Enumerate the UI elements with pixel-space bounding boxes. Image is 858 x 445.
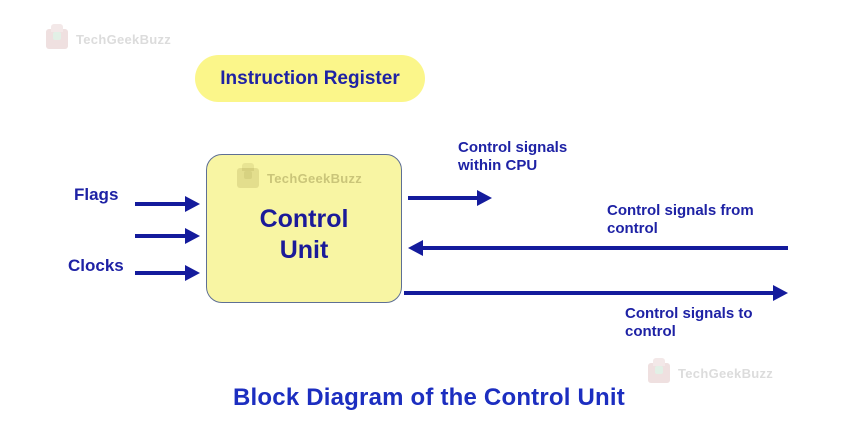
arrow-shaft [423, 246, 788, 250]
techgeekbuzz-logo-icon [237, 163, 259, 188]
within-cpu-label: Control signals within CPU [458, 139, 568, 174]
to-control-arrow [404, 285, 788, 301]
watermark-brand-text: TechGeekBuzz [76, 31, 172, 47]
watermark-bottom-right: TechGeekBuzz [648, 358, 774, 383]
watermark-control-unit: TechGeekBuzz [237, 163, 363, 188]
instruction-register-block: Instruction Register [195, 55, 425, 102]
diagram-title: Block Diagram of the Control Unit [233, 384, 625, 411]
control-unit-label: Control Unit [259, 205, 349, 264]
from-control-arrow [408, 240, 788, 256]
techgeekbuzz-logo-icon [648, 358, 670, 383]
arrow-head-right-icon [185, 228, 200, 244]
watermark-brand-text: TechGeekBuzz [267, 170, 363, 186]
watermark-brand-text: TechGeekBuzz [678, 365, 774, 381]
middle-input-arrow [135, 228, 200, 244]
arrow-head-right-icon [773, 285, 788, 301]
within-cpu-arrow [408, 190, 492, 206]
arrow-head-right-icon [185, 265, 200, 281]
arrow-head-left-icon [408, 240, 423, 256]
arrow-shaft [135, 202, 185, 206]
arrow-shaft [404, 291, 773, 295]
control-unit-block: TechGeekBuzz Control Unit [206, 154, 402, 303]
arrow-head-right-icon [477, 190, 492, 206]
techgeekbuzz-logo-icon [46, 24, 68, 49]
arrow-head-right-icon [185, 196, 200, 212]
flags-label: Flags [74, 185, 119, 204]
arrow-shaft [135, 234, 185, 238]
to-control-label: Control signals to control [625, 305, 753, 340]
flags-arrow [135, 196, 200, 212]
clocks-label: Clocks [68, 256, 124, 275]
arrow-shaft [135, 271, 185, 275]
watermark-top-left: TechGeekBuzz [46, 24, 172, 49]
arrow-shaft [408, 196, 477, 200]
clocks-arrow [135, 265, 200, 281]
from-control-label: Control signals from control [607, 202, 754, 237]
